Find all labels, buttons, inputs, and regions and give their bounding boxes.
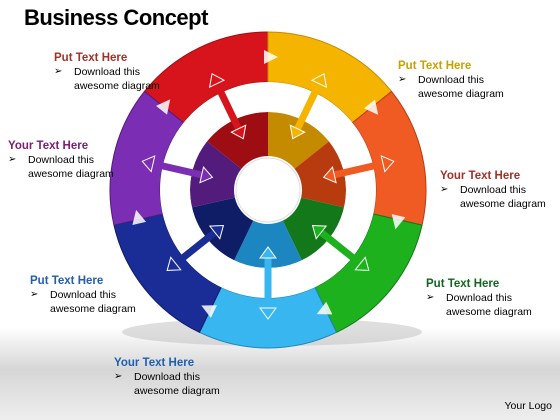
arrow-head-cyan (259, 246, 277, 259)
radial-arrow-navy (173, 229, 218, 267)
callout-heading: Your Text Here (114, 357, 195, 369)
callout-text: Download this awesome diagram (134, 371, 220, 397)
logo-text: Your Logo (504, 400, 553, 412)
radial-arrow-yellow (294, 82, 323, 131)
callout-heading: Put Text Here (426, 278, 500, 290)
connector-arrow-icon (201, 305, 217, 318)
callout-lower-right: Put Text Here ➢ Download this awesome dia… (426, 278, 556, 319)
arrow-head-navy (166, 256, 182, 271)
connector-arrow-icon (264, 50, 278, 64)
callout-lower-left: Put Text Here ➢ Download this awesome dia… (30, 275, 160, 316)
arrow-head-cyan (259, 307, 277, 320)
connector-arrow-icon (316, 301, 333, 315)
callout-text: Download this awesome diagram (418, 74, 504, 100)
connector-arrow-icon (364, 99, 379, 115)
connector-arrow-icon (391, 214, 406, 230)
callout-text: Download this awesome diagram (446, 292, 532, 318)
inner-segment-orange (294, 141, 347, 208)
center-hole (235, 157, 301, 223)
arrow-head-green (354, 256, 370, 271)
callout-top-right: Put Text Here ➢ Download this awesome dia… (398, 60, 528, 101)
bullet-arrow-icon: ➢ (440, 184, 449, 195)
radial-arrow-green (318, 229, 363, 267)
callout-heading: Put Text Here (54, 52, 128, 64)
connector-arrow-icon (156, 99, 171, 115)
bullet-arrow-icon: ➢ (426, 292, 435, 303)
bullet-arrow-icon: ➢ (54, 66, 63, 77)
bullet-arrow-icon: ➢ (114, 371, 123, 382)
radial-arrow-orange (333, 160, 384, 179)
arrow-head-purple (199, 166, 214, 184)
arrow-set (132, 50, 406, 320)
arrow-head-yellow (310, 73, 328, 89)
callout-text: Download this awesome diagram (50, 289, 136, 315)
inner-segment-red (207, 112, 268, 169)
bullet-arrow-icon: ➢ (398, 74, 407, 85)
bullet-arrow-icon: ➢ (8, 154, 17, 165)
callout-text: Download this awesome diagram (28, 154, 114, 180)
callout-bottom: Your Text Here ➢ Download this awesome di… (114, 357, 244, 398)
callout-heading: Put Text Here (30, 275, 104, 287)
callout-heading: Your Text Here (440, 170, 521, 182)
callout-heading: Put Text Here (398, 60, 472, 72)
arrow-head-purple (141, 155, 156, 173)
arrow-head-green (311, 225, 328, 240)
radial-arrow-red (213, 82, 242, 131)
arrow-head-red (230, 124, 247, 140)
connector-arrow-icon (132, 209, 147, 226)
callout-heading: Your Text Here (8, 140, 89, 152)
arrow-head-navy (208, 225, 225, 240)
inner-segment-purple (190, 141, 242, 208)
bullet-arrow-icon: ➢ (30, 289, 39, 300)
callout-mid-left: Your Text Here ➢ Download this awesome di… (8, 140, 138, 181)
arrow-head-orange (322, 166, 337, 184)
page-title: Business Concept (24, 5, 208, 30)
callout-top-left: Put Text Here ➢ Download this awesome dia… (54, 52, 184, 93)
callout-text: Download this awesome diagram (74, 66, 160, 92)
callout-text: Download this awesome diagram (460, 184, 546, 210)
arrow-head-red (208, 73, 226, 89)
arrow-head-yellow (289, 124, 306, 140)
arrow-head-orange (380, 155, 395, 173)
inner-segment-cyan (234, 220, 302, 268)
radial-arrow-purple (152, 160, 203, 179)
callout-mid-right: Your Text Here ➢ Download this awesome di… (440, 170, 560, 211)
inner-segment-yellow (268, 112, 329, 169)
